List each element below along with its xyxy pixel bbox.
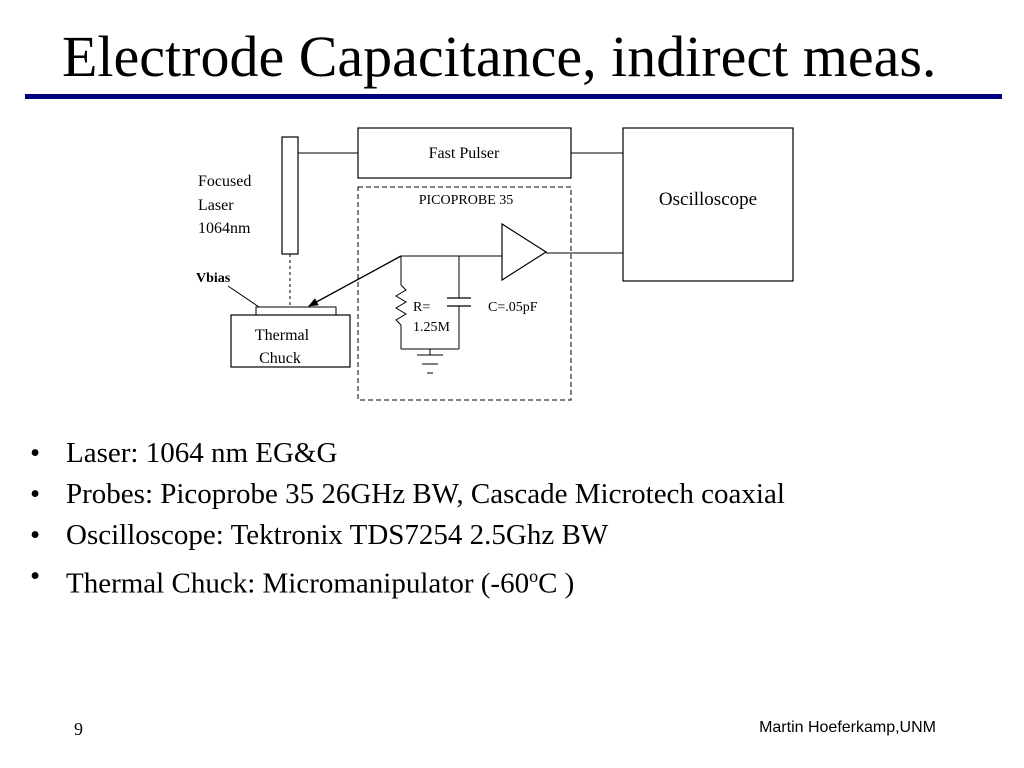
vbias-wire [227, 285, 260, 308]
oscilloscope-label: Oscilloscope [659, 189, 757, 210]
bullet-marker: • [30, 519, 41, 551]
bullet-marker: • [30, 560, 41, 592]
bullet-item: • Laser: 1064 nm EG&G [30, 433, 785, 474]
resistor-label-line2: 1.25M [413, 320, 451, 335]
bullet-text: Probes: Picoprobe 35 26GHz BW, Cascade M… [66, 478, 785, 510]
probe-tip-line [308, 255, 402, 307]
fast-pulser-box [357, 127, 572, 179]
amplifier-symbol [501, 222, 548, 282]
chuck-label-line2: Chuck [259, 350, 301, 367]
resistor-label-line1: R= [413, 300, 430, 315]
chuck-label-line1: Thermal [255, 327, 310, 344]
title-divider [25, 94, 1002, 99]
laser-label-line2: Laser [198, 197, 234, 214]
picoprobe-enclosure [357, 186, 572, 401]
vbias-label: Vbias [196, 271, 231, 286]
capacitor-label: C=.05pF [488, 300, 538, 315]
slide-number: 9 [74, 719, 83, 739]
bullet-text: Laser: 1064 nm EG&G [66, 437, 338, 469]
degree-superscript: o [529, 566, 539, 586]
bullet-text-suffix: C ) [538, 567, 575, 600]
bullet-item: • Thermal Chuck: Micromanipulator (-60oC … [30, 556, 785, 605]
bullet-marker: • [30, 437, 41, 469]
laser-label-line3: 1064nm [198, 220, 251, 237]
picoprobe-label: PICOPROBE 35 [419, 193, 514, 208]
fast-pulser-label: Fast Pulser [429, 145, 500, 162]
slide-title: Electrode Capacitance, indirect meas. [62, 24, 937, 89]
laser-head [281, 136, 299, 255]
bullet-item: • Probes: Picoprobe 35 26GHz BW, Cascade … [30, 474, 785, 515]
bullet-list: • Laser: 1064 nm EG&G • Probes: Picoprobe … [30, 433, 785, 605]
thermal-chuck-box [230, 314, 351, 368]
resistor-symbol [395, 284, 407, 326]
bullet-text-prefix: Thermal Chuck: Micromanipulator (-60 [66, 567, 530, 600]
device-under-test [255, 306, 337, 316]
oscilloscope-box [622, 127, 794, 282]
bullet-item: • Oscilloscope: Tektronix TDS7254 2.5Ghz … [30, 515, 785, 556]
laser-label-line1: Focused [198, 173, 251, 190]
bullet-marker: • [30, 478, 41, 510]
footer-author: Martin Hoeferkamp,UNM [759, 719, 936, 736]
bullet-text: Oscilloscope: Tektronix TDS7254 2.5Ghz B… [66, 519, 609, 551]
